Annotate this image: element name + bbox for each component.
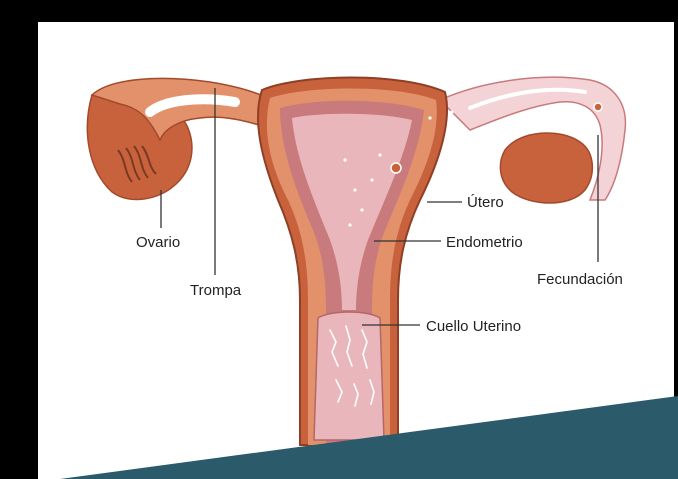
- label-cuello: Cuello Uterino: [426, 318, 521, 335]
- fertilized-egg: [594, 103, 602, 111]
- label-fecundacion: Fecundación: [537, 271, 623, 288]
- cervix: [314, 312, 384, 440]
- label-ovario: Ovario: [136, 234, 180, 251]
- ovum: [391, 163, 401, 173]
- label-trompa: Trompa: [190, 282, 242, 299]
- label-endometrio: Endometrio: [446, 234, 523, 251]
- label-utero: Útero: [467, 194, 504, 211]
- right-ovary: [500, 133, 592, 203]
